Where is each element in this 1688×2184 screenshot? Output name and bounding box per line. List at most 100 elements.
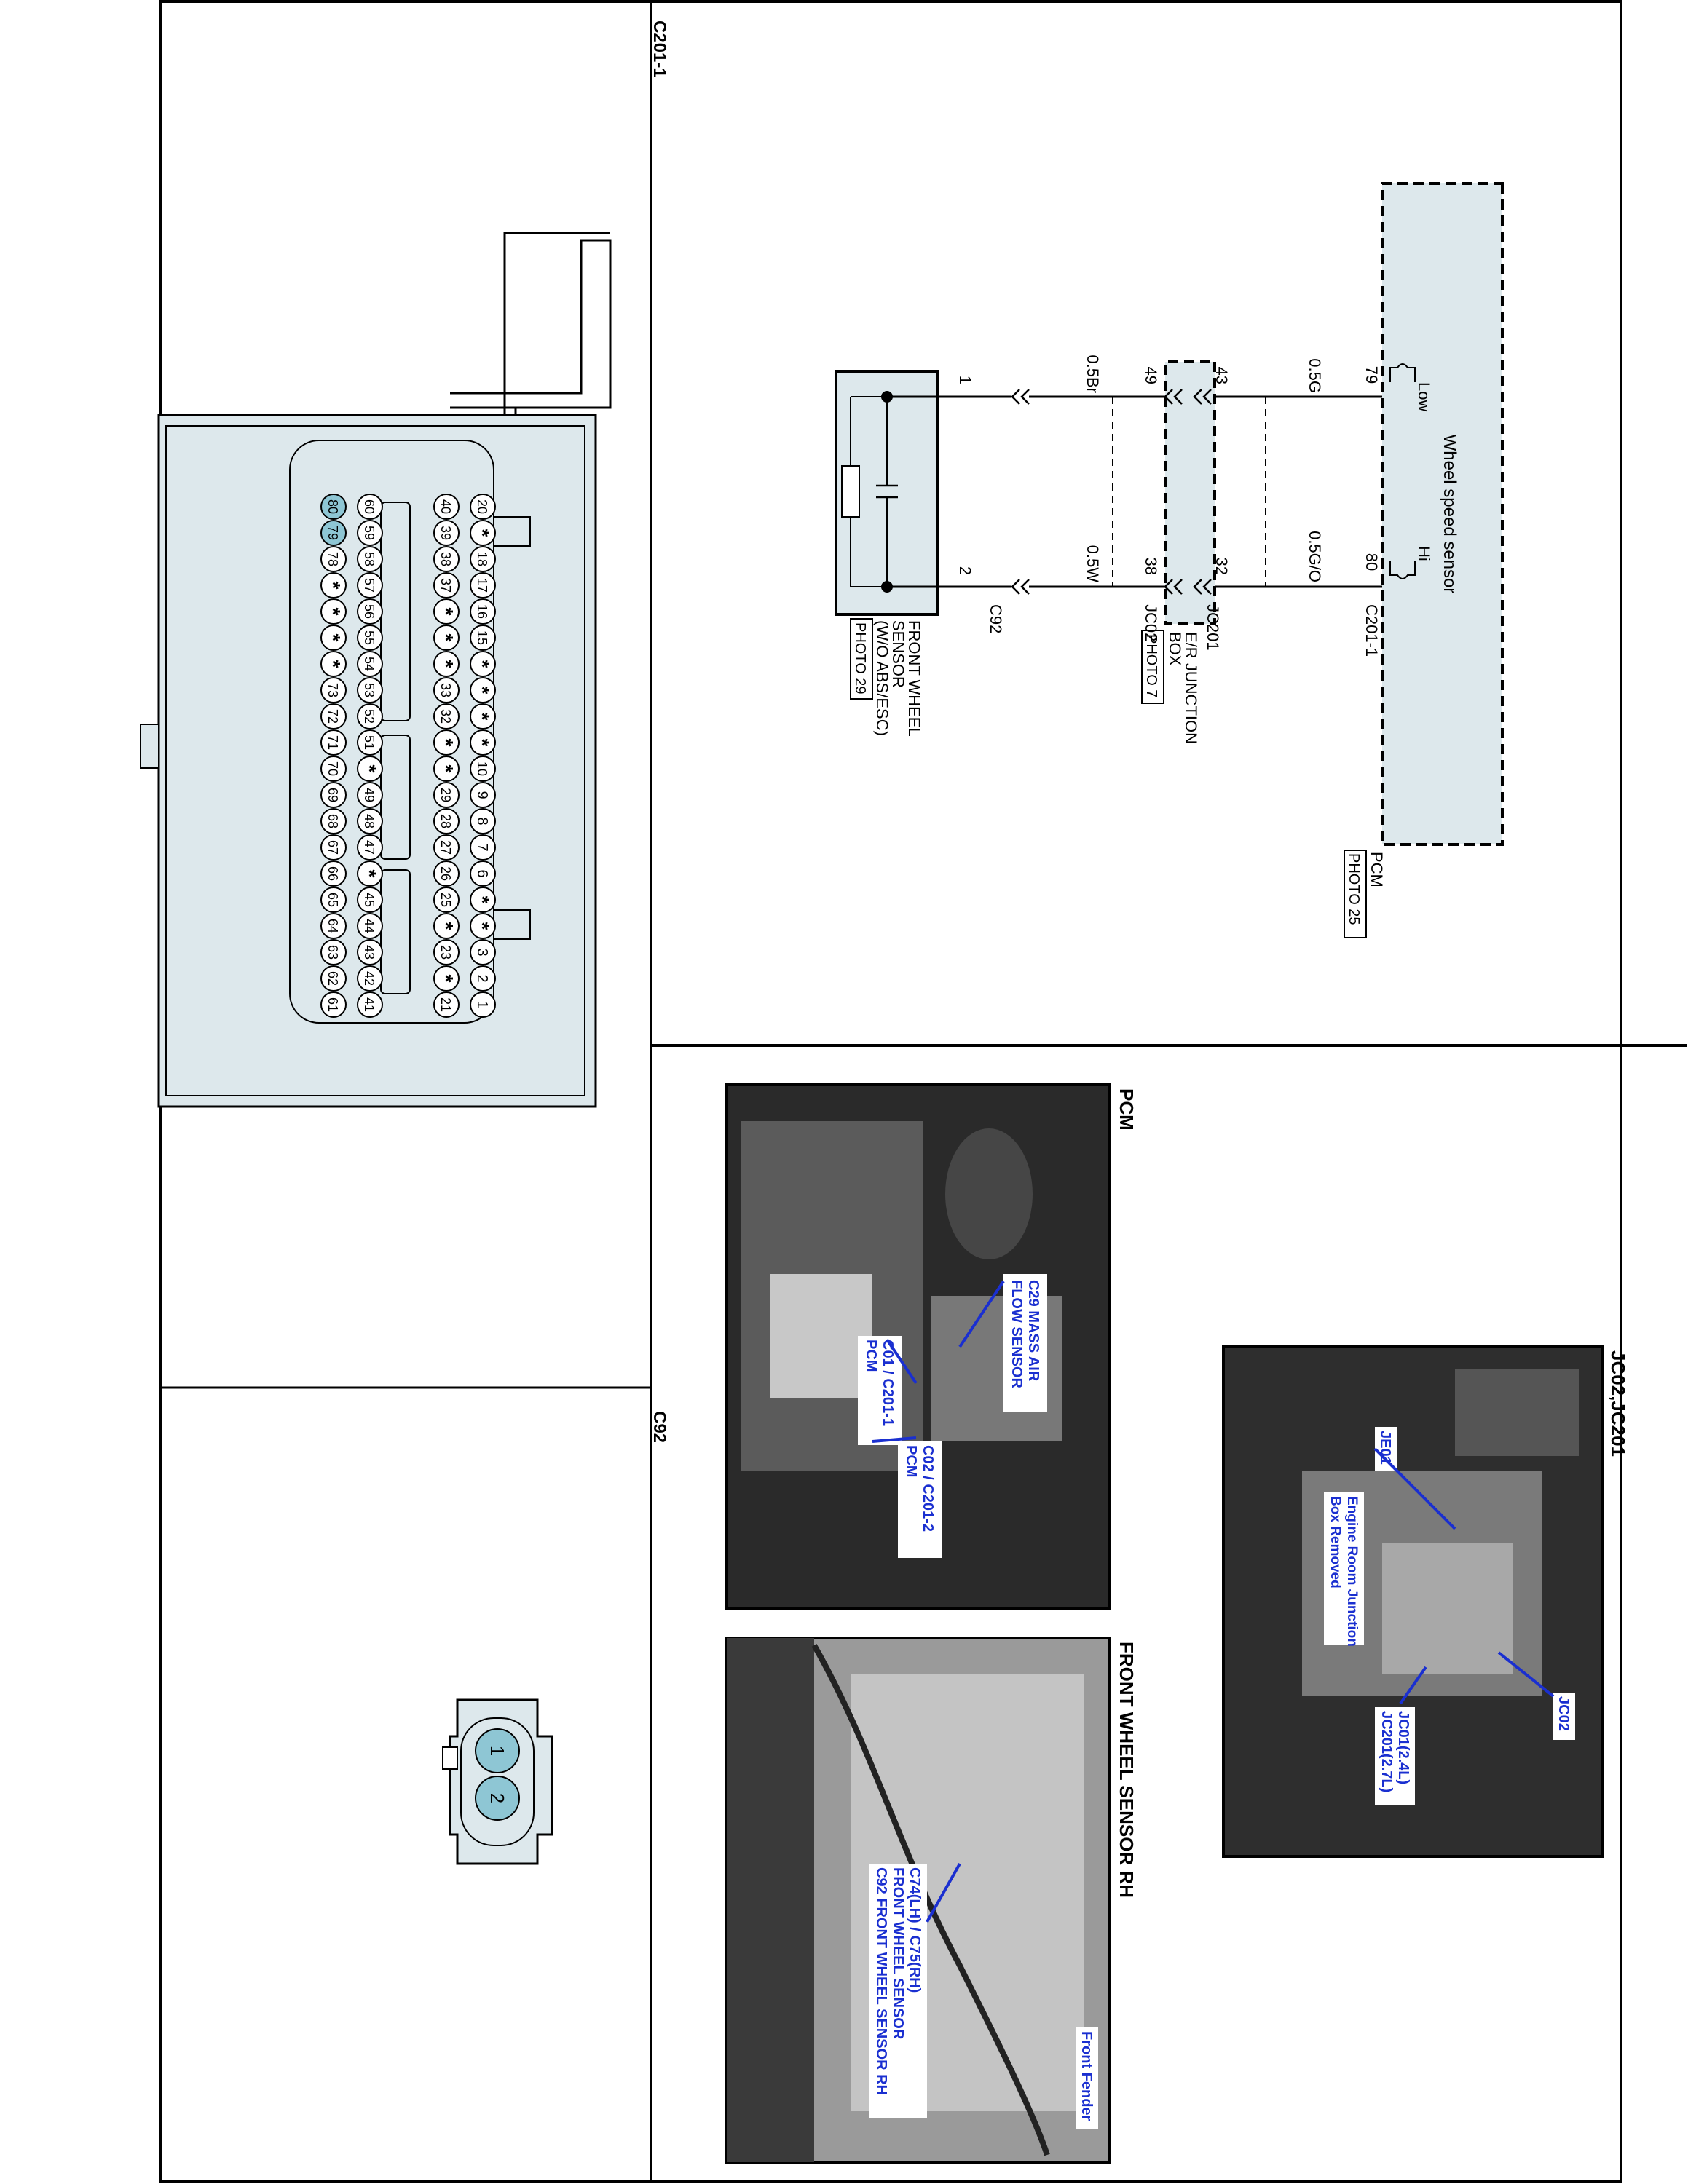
photo-jc-title: JC02,JC201 bbox=[1607, 1350, 1629, 1457]
pcm-photo-box bbox=[1344, 850, 1367, 938]
photo-pcm-maf-1: C29 MASS AIR bbox=[1025, 1280, 1041, 1382]
c201-pin bbox=[320, 782, 347, 808]
c201-pin bbox=[470, 782, 496, 808]
c201-pin bbox=[357, 651, 383, 677]
photo-pcm-c02-1: C02 / C201-2 bbox=[920, 1445, 936, 1532]
c201-pin-label: 43 bbox=[362, 945, 376, 960]
c201-pin-label: 42 bbox=[362, 971, 376, 986]
c201-pin bbox=[357, 860, 383, 887]
c201-pin-label: 72 bbox=[326, 709, 340, 724]
c201-pin-label: * bbox=[435, 634, 457, 642]
c201-pin-label: 63 bbox=[326, 945, 340, 960]
terminal-32 bbox=[1193, 579, 1212, 595]
c201-pin bbox=[433, 808, 460, 834]
junction-name-1: E/R JUNCTION bbox=[1182, 632, 1200, 744]
c201-pin bbox=[320, 546, 347, 572]
c201-pin-label: 69 bbox=[326, 788, 340, 802]
c201-pin bbox=[433, 939, 460, 965]
c201-pin-label: * bbox=[471, 739, 494, 747]
c201-pin bbox=[470, 860, 496, 887]
pcm-component-label: Wheel speed sensor bbox=[1440, 435, 1459, 594]
hi-bracket bbox=[1389, 561, 1416, 579]
c201-pin-label: 56 bbox=[362, 604, 376, 619]
c201-pin bbox=[470, 729, 496, 756]
junction-connector-top: JC201 bbox=[1204, 604, 1222, 651]
c201-pin-label: 45 bbox=[362, 893, 376, 907]
photo-fws-cable bbox=[811, 1644, 1050, 2156]
c201-pin-label: 8 bbox=[474, 817, 490, 825]
c201-pin bbox=[433, 782, 460, 808]
c201-pin-label: 78 bbox=[326, 552, 340, 566]
c201-pin bbox=[470, 651, 496, 677]
c201-panel: C201-1 123**678910****15161718*2021*23*2… bbox=[140, 20, 669, 1108]
junction-photo: PHOTO 7 bbox=[1143, 634, 1159, 697]
c201-pin-label: * bbox=[435, 765, 457, 773]
c201-pin bbox=[357, 887, 383, 913]
pin-49: 49 bbox=[1142, 367, 1160, 384]
photo-jc-arrow-3 bbox=[1497, 1651, 1555, 1698]
c201-pin bbox=[470, 939, 496, 965]
terminal-43 bbox=[1193, 389, 1212, 405]
photo-pcm-panel: PCM C29 MASS AIR FLOW SENSOR C01 / C201-… bbox=[725, 1083, 1137, 1610]
c201-pin-label: 25 bbox=[438, 893, 453, 907]
c201-pin-label: 27 bbox=[438, 840, 453, 855]
photo-jc-arrow-2 bbox=[1399, 1666, 1427, 1705]
sensor-name-3: (W/O ABS/ESC) bbox=[873, 620, 891, 736]
c201-pin-label: 57 bbox=[362, 578, 376, 593]
c92-title: C92 bbox=[650, 1411, 669, 1443]
pin-c92-2: 2 bbox=[956, 566, 974, 575]
c201-pin bbox=[470, 992, 496, 1018]
c201-pin bbox=[320, 703, 347, 729]
photo-jc-arrow-1 bbox=[1373, 1447, 1456, 1530]
c201-pin-label: 15 bbox=[475, 630, 489, 645]
sensor-name-2: SENSOR bbox=[889, 620, 907, 688]
c201-pin-label: 3 bbox=[474, 948, 490, 956]
pin-80: 80 bbox=[1362, 553, 1381, 571]
photo-fws-arrow bbox=[926, 1863, 961, 1923]
photo-jc-er-2: Box Removed bbox=[1328, 1496, 1343, 1588]
c201-pin bbox=[433, 756, 460, 782]
c201-pin-label: 32 bbox=[438, 709, 453, 724]
c201-pin bbox=[320, 860, 347, 887]
photo-jc-label-bg-4 bbox=[1553, 1693, 1575, 1740]
c201-pin-label: * bbox=[358, 870, 381, 878]
c201-pin bbox=[320, 729, 347, 756]
c201-pin-label: 7 bbox=[474, 843, 490, 851]
c201-pin bbox=[470, 598, 496, 625]
terminal-c92-1 bbox=[1011, 389, 1030, 405]
c201-pin bbox=[470, 520, 496, 546]
c201-pin bbox=[320, 965, 347, 992]
c201-pin bbox=[470, 834, 496, 860]
c92-pin-1 bbox=[475, 1728, 520, 1773]
c201-pin-label: 33 bbox=[438, 683, 453, 697]
junction-box bbox=[1164, 360, 1216, 625]
c201-pin-label: 28 bbox=[438, 814, 453, 828]
c201-pin bbox=[357, 756, 383, 782]
c201-pin-label: 49 bbox=[362, 788, 376, 802]
photo-pcm-c01-1: C01 / C201-1 bbox=[880, 1340, 896, 1426]
c201-pin-label: * bbox=[471, 896, 494, 904]
c201-pin-label: 47 bbox=[362, 840, 376, 855]
c201-pin-label: 20 bbox=[475, 499, 489, 514]
photo-fws-shade-2 bbox=[727, 1638, 814, 2162]
c201-pin-label: 1 bbox=[474, 1000, 490, 1008]
c201-pin-label: 40 bbox=[438, 499, 453, 514]
c201-pin bbox=[357, 625, 383, 651]
c201-pin bbox=[357, 782, 383, 808]
c92-latch bbox=[442, 1746, 458, 1770]
c201-pin-label: 70 bbox=[326, 761, 340, 776]
photo-fws-panel: FRONT WHEEL SENSOR RH Front Fender C74(L… bbox=[725, 1637, 1137, 2164]
pin-hi-label: Hi bbox=[1415, 546, 1433, 561]
c201-pin bbox=[433, 729, 460, 756]
c201-pin bbox=[320, 756, 347, 782]
c201-pin-label: * bbox=[435, 608, 457, 616]
c201-pin bbox=[357, 677, 383, 703]
c201-pin bbox=[320, 520, 347, 546]
c201-pin bbox=[433, 887, 460, 913]
c201-pin-label: 48 bbox=[362, 814, 376, 828]
c201-pin-label: * bbox=[322, 608, 344, 616]
schematic: Wheel speed sensor Low Hi PCM PHOTO 25 7… bbox=[835, 182, 1504, 938]
c201-pin-label: 54 bbox=[362, 657, 376, 671]
photo-fws-title: FRONT WHEEL SENSOR RH bbox=[1116, 1642, 1137, 1898]
